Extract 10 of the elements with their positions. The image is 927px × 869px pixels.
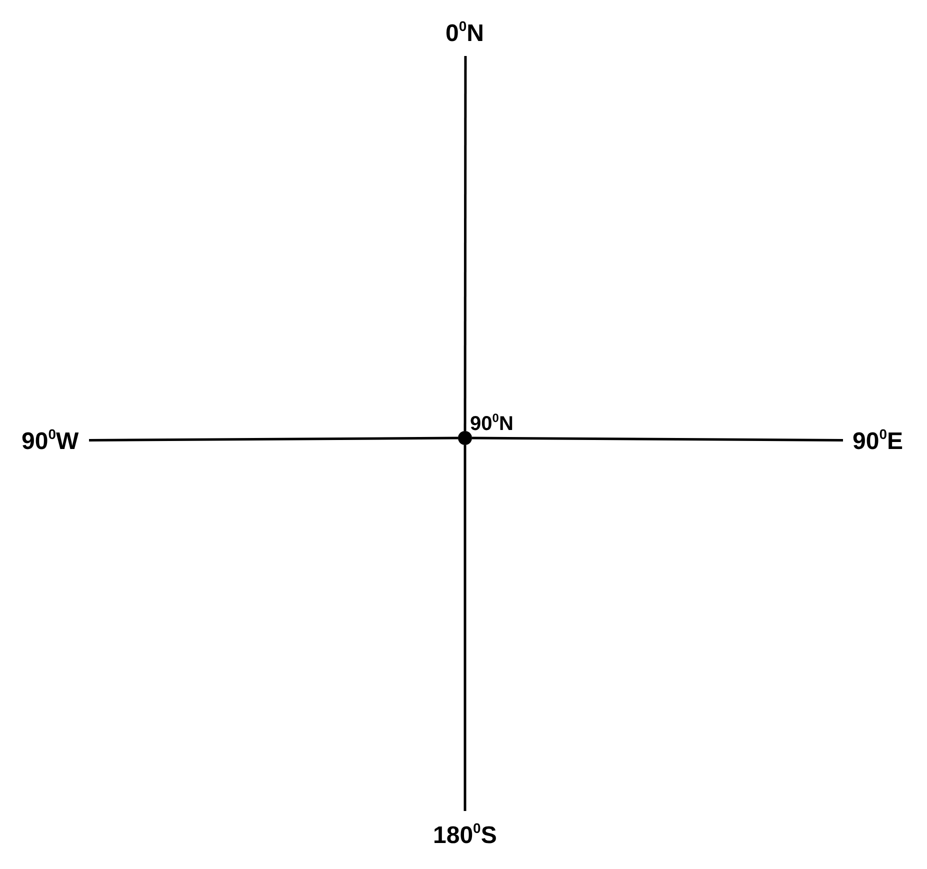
center-dot — [458, 431, 472, 445]
line — [89, 436, 458, 442]
direction-label: 0$^{0}$N — [446, 18, 484, 46]
point-label: 90$^{0}$N — [470, 412, 514, 434]
line — [464, 56, 467, 431]
direction-label: 90$^{0}$E — [852, 426, 904, 454]
line — [464, 445, 466, 811]
line — [472, 436, 843, 442]
direction-label: 90$^{0}$W — [22, 426, 79, 454]
direction-label: 180$^{0}$S — [433, 820, 497, 848]
